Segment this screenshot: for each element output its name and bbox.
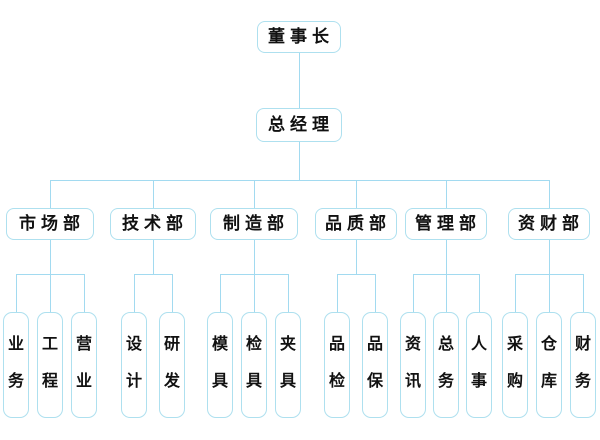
connector-line (337, 274, 376, 275)
connector-line (299, 142, 300, 180)
connector-line (134, 274, 135, 312)
connector-line (549, 240, 550, 274)
general-manager-box: 总经理 (256, 108, 342, 142)
leaf-box: 人事 (466, 312, 492, 418)
leaf-box: 资讯 (400, 312, 426, 418)
leaf-box: 模具 (207, 312, 233, 418)
leaf-box: 夹具 (275, 312, 301, 418)
connector-line (50, 180, 51, 208)
leaf-box: 总务 (433, 312, 459, 418)
connector-line (549, 180, 550, 208)
connector-line (50, 180, 550, 181)
leaf-box: 品检 (324, 312, 350, 418)
dept-box-administration: 管理部 (405, 208, 487, 240)
leaf-box: 仓库 (536, 312, 562, 418)
leaf-box: 业务 (3, 312, 29, 418)
connector-line (356, 180, 357, 208)
leaf-box: 设计 (121, 312, 147, 418)
connector-line (50, 240, 51, 274)
connector-line (288, 274, 289, 312)
leaf-box: 财务 (570, 312, 596, 418)
connector-line (337, 274, 338, 312)
connector-line (375, 274, 376, 312)
dept-box-manufacturing: 制造部 (210, 208, 298, 240)
connector-line (446, 274, 447, 312)
connector-line (446, 240, 447, 274)
connector-line (220, 274, 221, 312)
dept-box-technology: 技术部 (110, 208, 196, 240)
leaf-box: 工程 (37, 312, 63, 418)
connector-line (356, 240, 357, 274)
leaf-box: 品保 (362, 312, 388, 418)
leaf-box: 检具 (241, 312, 267, 418)
dept-box-finance: 资财部 (508, 208, 590, 240)
connector-line (50, 274, 51, 312)
connector-line (254, 240, 255, 274)
connector-line (134, 274, 173, 275)
chairman-box: 董事长 (257, 21, 341, 53)
connector-line (172, 274, 173, 312)
connector-line (479, 274, 480, 312)
dept-box-marketing: 市场部 (6, 208, 94, 240)
connector-line (84, 274, 85, 312)
connector-line (153, 240, 154, 274)
connector-line (583, 274, 584, 312)
connector-line (254, 274, 255, 312)
dept-box-quality: 品质部 (315, 208, 397, 240)
connector-line (515, 274, 516, 312)
leaf-box: 采购 (502, 312, 528, 418)
connector-line (153, 180, 154, 208)
connector-line (446, 180, 447, 208)
connector-line (549, 274, 550, 312)
connector-line (413, 274, 414, 312)
connector-line (16, 274, 17, 312)
connector-line (254, 180, 255, 208)
connector-line (299, 53, 300, 108)
leaf-box: 研发 (159, 312, 185, 418)
leaf-box: 营业 (71, 312, 97, 418)
